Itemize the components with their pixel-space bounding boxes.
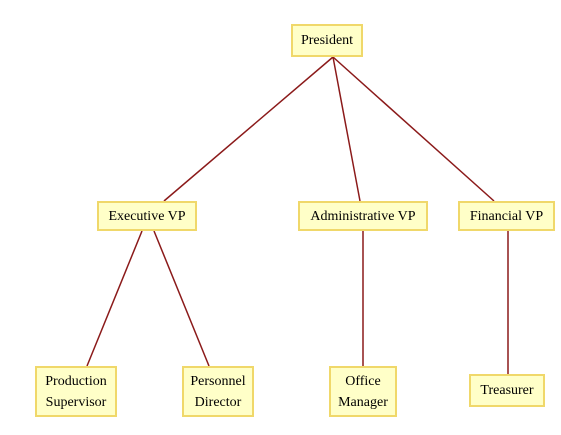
node-treasurer: Treasurer [469, 374, 545, 407]
node-administrative-vp: Administrative VP [298, 201, 428, 231]
edge-executive-vp-personnel-director [153, 230, 210, 367]
node-production-supervisor: Production Supervisor [35, 366, 117, 417]
edge-president-executive-vp [163, 56, 334, 202]
node-president: President [291, 24, 363, 57]
node-personnel-director: Personnel Director [182, 366, 254, 417]
edge-president-administrative-vp [332, 56, 361, 202]
node-financial-vp: Financial VP [458, 201, 555, 231]
edge-president-financial-vp [332, 56, 495, 202]
edge-executive-vp-production-supervisor [86, 230, 143, 367]
node-office-manager: Office Manager [329, 366, 397, 417]
node-executive-vp: Executive VP [97, 201, 197, 231]
